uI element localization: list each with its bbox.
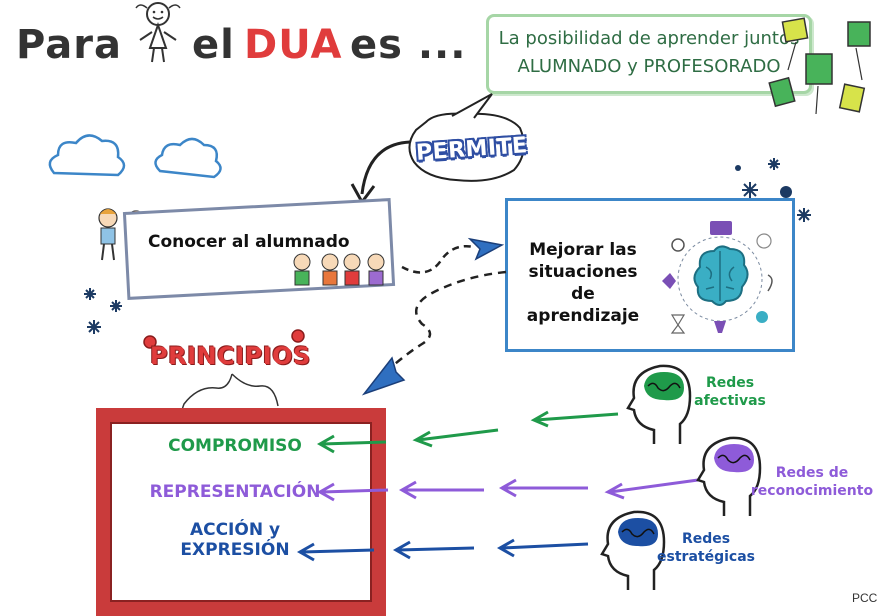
arrows-recognition: [316, 478, 699, 502]
speech-bubble: [408, 93, 525, 182]
decorative-stars-icon: [735, 158, 811, 222]
goal-line-2: ALUMNADO y PROFESORADO: [517, 56, 781, 77]
improve-line-1: Mejorar las: [529, 240, 637, 260]
goal-box: La posibilidad de aprender juntos ALUMNA…: [486, 14, 812, 94]
network-recognition: Redes de reconocimiento: [750, 464, 874, 500]
arrows-affective: [316, 410, 619, 454]
principios-title: PRINCIPIOS: [150, 342, 311, 370]
principle-representation: REPRESENTACIÓN: [149, 482, 321, 502]
title-es: es ...: [350, 22, 467, 68]
network-recognition-line-2: reconocimiento: [750, 483, 874, 499]
network-strategic: Redes estratégicas: [656, 530, 756, 566]
network-strategic-line-2: estratégicas: [657, 549, 755, 565]
head-recognition-icon: [696, 436, 762, 516]
network-strategic-line-1: Redes: [681, 531, 731, 547]
kids-right-icon: [293, 253, 385, 286]
arrows-strategic: [296, 538, 589, 562]
principle-action-line-2: EXPRESIÓN: [180, 540, 290, 560]
arrow-improve-to-principles: [361, 270, 507, 396]
title-para: Para: [16, 22, 122, 68]
network-affective: Redes afectivas: [690, 374, 770, 410]
head-strategic-icon: [600, 510, 666, 590]
head-affective-icon: [626, 364, 692, 444]
principle-action-line-1: ACCIÓN y: [189, 520, 281, 540]
network-affective-line-1: Redes: [705, 375, 755, 391]
title-el: el: [192, 22, 235, 68]
network-affective-line-2: afectivas: [694, 393, 766, 409]
principle-action-expression: ACCIÓN y EXPRESIÓN: [110, 520, 360, 560]
know-label: Conocer al alumnado: [148, 232, 350, 252]
principle-commitment: COMPROMISO: [168, 436, 302, 456]
network-recognition-line-1: Redes de: [775, 465, 849, 481]
brain-network-icon: [662, 221, 773, 334]
improve-line-3: aprendizaje: [526, 306, 640, 326]
arrow-know-to-improve: [401, 237, 505, 274]
decorative-stars-left-icon: [84, 288, 122, 334]
title-dua: DUA: [244, 22, 343, 68]
stick-figure-girl-icon: [135, 2, 181, 63]
improve-line-2: situaciones de: [528, 262, 638, 304]
books-icon: [768, 17, 871, 115]
credit-label: PCC: [852, 591, 878, 605]
goal-line-1: La posibilidad de aprender juntos: [498, 28, 800, 49]
improve-box: Mejorar las situaciones de aprendizaje: [505, 198, 795, 352]
clouds-icon: [48, 134, 222, 179]
